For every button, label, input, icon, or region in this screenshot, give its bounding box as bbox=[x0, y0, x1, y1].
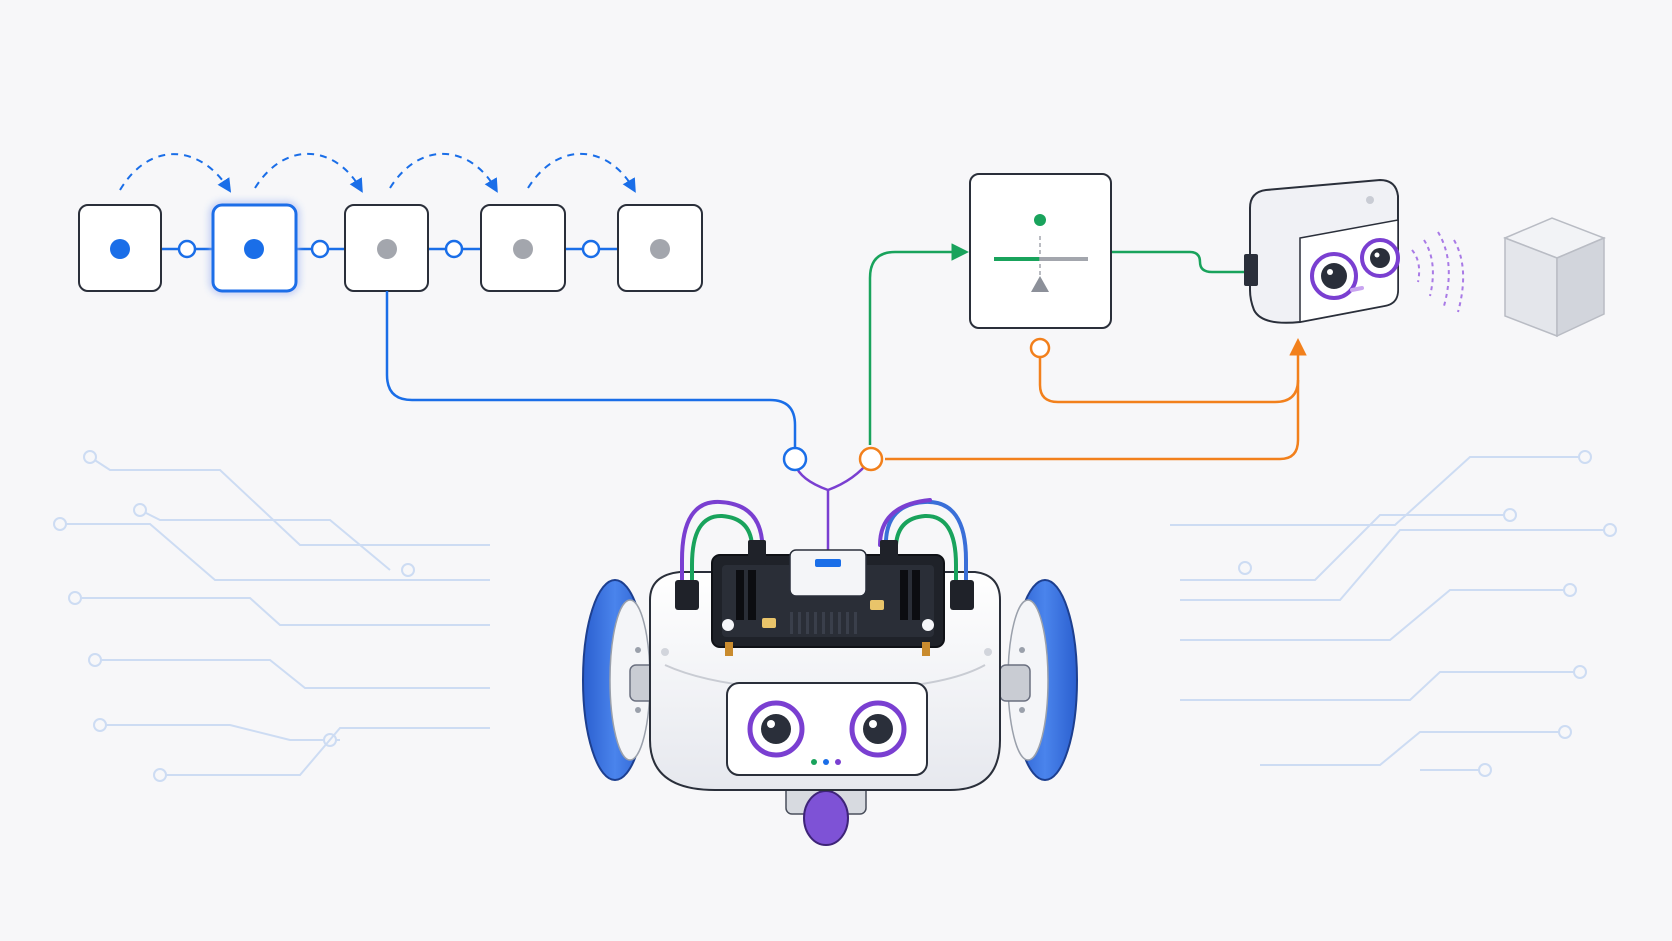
sequence-node bbox=[581, 239, 601, 259]
step-1[interactable] bbox=[78, 204, 162, 292]
obstacle-cube-icon bbox=[1503, 217, 1606, 338]
circuit-traces-right bbox=[1170, 450, 1617, 777]
sequence-arrow bbox=[527, 152, 636, 193]
sequence-arrow bbox=[119, 153, 232, 193]
sequence-node bbox=[444, 239, 464, 259]
step-3[interactable] bbox=[344, 204, 429, 292]
ultrasonic-sensor-icon[interactable] bbox=[1244, 178, 1400, 324]
orange-feedback-line bbox=[1038, 356, 1300, 404]
signal-lines bbox=[385, 243, 1307, 555]
sequence-node bbox=[310, 239, 330, 259]
purple-signal-line bbox=[793, 463, 830, 555]
sound-waves bbox=[1411, 231, 1465, 313]
blue-junction-node bbox=[782, 446, 808, 472]
step-sequence bbox=[78, 152, 703, 293]
orange-signal-line bbox=[885, 338, 1307, 461]
robot-car-icon[interactable] bbox=[582, 498, 1078, 846]
jumper-wires bbox=[680, 498, 968, 587]
sequence-node bbox=[177, 239, 197, 259]
controller-board bbox=[711, 549, 945, 656]
orange-junction-node bbox=[858, 446, 884, 472]
step-2-highlighted[interactable] bbox=[211, 203, 298, 293]
comparator-output-node bbox=[1029, 337, 1051, 359]
step-5[interactable] bbox=[617, 204, 703, 292]
sequence-arrow bbox=[389, 152, 498, 193]
green-output-line bbox=[1111, 250, 1248, 274]
threshold-comparator-icon[interactable] bbox=[969, 173, 1112, 329]
step-4[interactable] bbox=[480, 204, 566, 292]
robot-face-panel bbox=[726, 682, 928, 776]
green-signal-line bbox=[868, 243, 969, 445]
blue-signal-line bbox=[385, 291, 797, 448]
circuit-traces-left bbox=[53, 450, 490, 782]
sequence-arrow bbox=[254, 152, 363, 193]
